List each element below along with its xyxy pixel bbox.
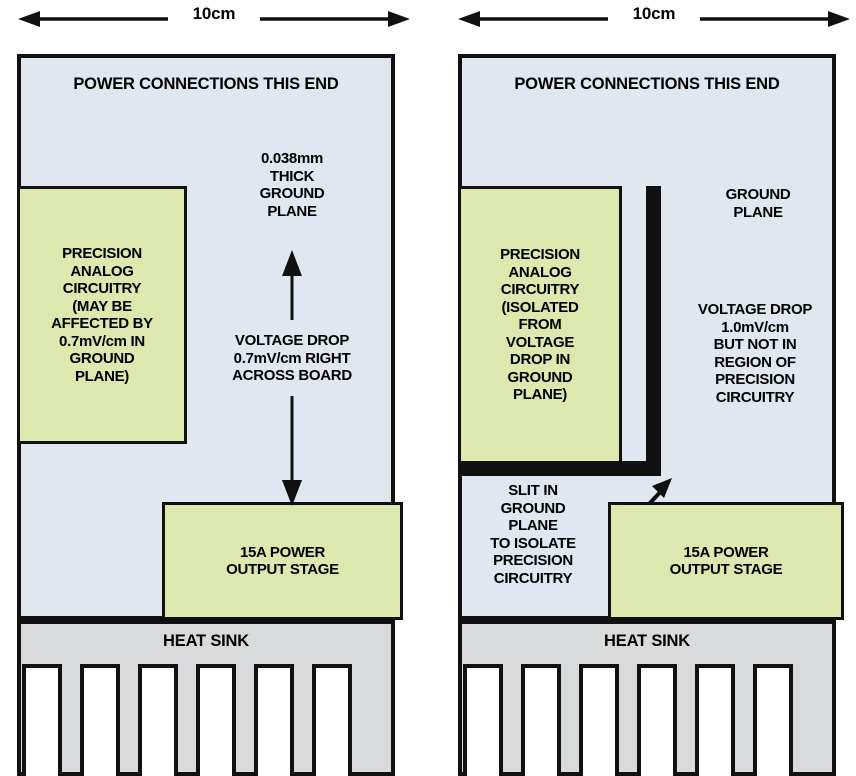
block-precision-analog-label-left: PRECISION ANALOG CIRCUITRY (MAY BE AFFEC… — [51, 245, 153, 385]
heatsink-left: HEAT SINK — [17, 620, 395, 776]
block-power-output-label-left: 15A POWER OUTPUT STAGE — [226, 543, 339, 579]
panel-left-solid-ground-plane: 10cm POWER CONNECTIONS THIS END PRECISIO… — [17, 4, 410, 776]
block-precision-analog-right: PRECISION ANALOG CIRCUITRY (ISOLATED FRO… — [458, 186, 622, 464]
pcb-board-right: POWER CONNECTIONS THIS END PRECISION ANA… — [458, 54, 844, 620]
block-power-output-label-right: 15A POWER OUTPUT STAGE — [669, 543, 783, 579]
heatsink-right: HEAT SINK — [458, 620, 836, 776]
dimension-label-left: 10cm — [192, 4, 236, 23]
note-voltage-drop-left: VOLTAGE DROP 0.7mV/cm RIGHT ACROSS BOARD — [232, 332, 352, 384]
board-title-right: POWER CONNECTIONS THIS END — [514, 75, 780, 93]
dimension-arrow-icon — [18, 11, 410, 27]
note-voltage-drop-right: VOLTAGE DROP 1.0mV/cm BUT NOT IN REGION … — [697, 301, 813, 406]
arrow-voltage-drop-down-left — [274, 396, 310, 506]
dimension-arrow-icon — [458, 11, 850, 27]
dimension-bar-right: 10cm — [458, 4, 850, 34]
block-power-output-right: 15A POWER OUTPUT STAGE — [608, 502, 844, 620]
block-precision-analog-left: PRECISION ANALOG CIRCUITRY (MAY BE AFFEC… — [17, 186, 187, 444]
panel-right-slit-ground-plane: 10cm POWER CONNECTIONS THIS END PRECISIO… — [428, 0, 856, 776]
ground-plane-slit-horizontal — [458, 461, 661, 476]
ground-plane-slit-vertical — [646, 186, 661, 476]
dimension-bar-left: 10cm — [18, 4, 410, 34]
heatsink-fins-icon-left — [17, 620, 395, 776]
board-title-left: POWER CONNECTIONS THIS END — [73, 75, 339, 93]
heatsink-fins-icon-right — [458, 620, 836, 776]
block-precision-analog-label-right: PRECISION ANALOG CIRCUITRY (ISOLATED FRO… — [500, 246, 580, 404]
note-slit-callout-right: SLIT IN GROUND PLANE TO ISOLATE PRECISIO… — [490, 482, 576, 587]
note-ground-plane-right: GROUND PLANE — [725, 186, 791, 221]
dimension-label-right: 10cm — [632, 4, 676, 23]
arrow-voltage-drop-up-left — [274, 250, 310, 322]
note-ground-plane-thickness-left: 0.038mm THICK GROUND PLANE — [259, 150, 325, 220]
block-power-output-left: 15A POWER OUTPUT STAGE — [162, 502, 403, 620]
pcb-board-left: POWER CONNECTIONS THIS END PRECISION ANA… — [17, 54, 403, 620]
